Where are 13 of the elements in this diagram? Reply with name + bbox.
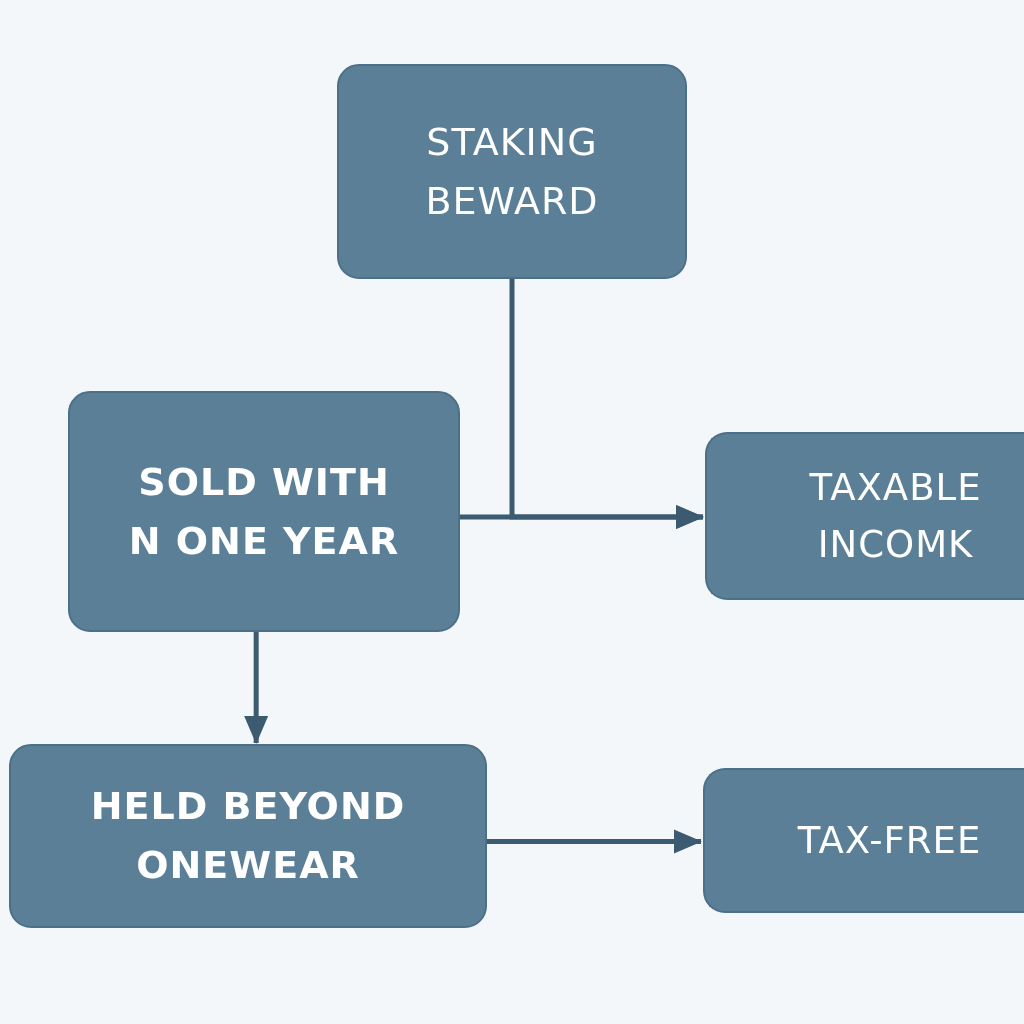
box-label: STAKING BEWARD [424,118,600,225]
box-label: TAX-FREE [797,817,982,864]
arrow [244,632,269,744]
process-box [703,768,1024,913]
process-box [337,64,687,279]
process-box [9,744,487,928]
arrow [460,505,704,529]
box-label: TAXABLE INCOMK [808,464,983,568]
process-box [705,432,1024,600]
process-box [68,391,460,632]
box-label: SOLD WITH N ONE YEAR [127,458,401,565]
arrow [487,829,702,854]
box-label: HELD BEYOND ONEWEAR [89,783,407,889]
